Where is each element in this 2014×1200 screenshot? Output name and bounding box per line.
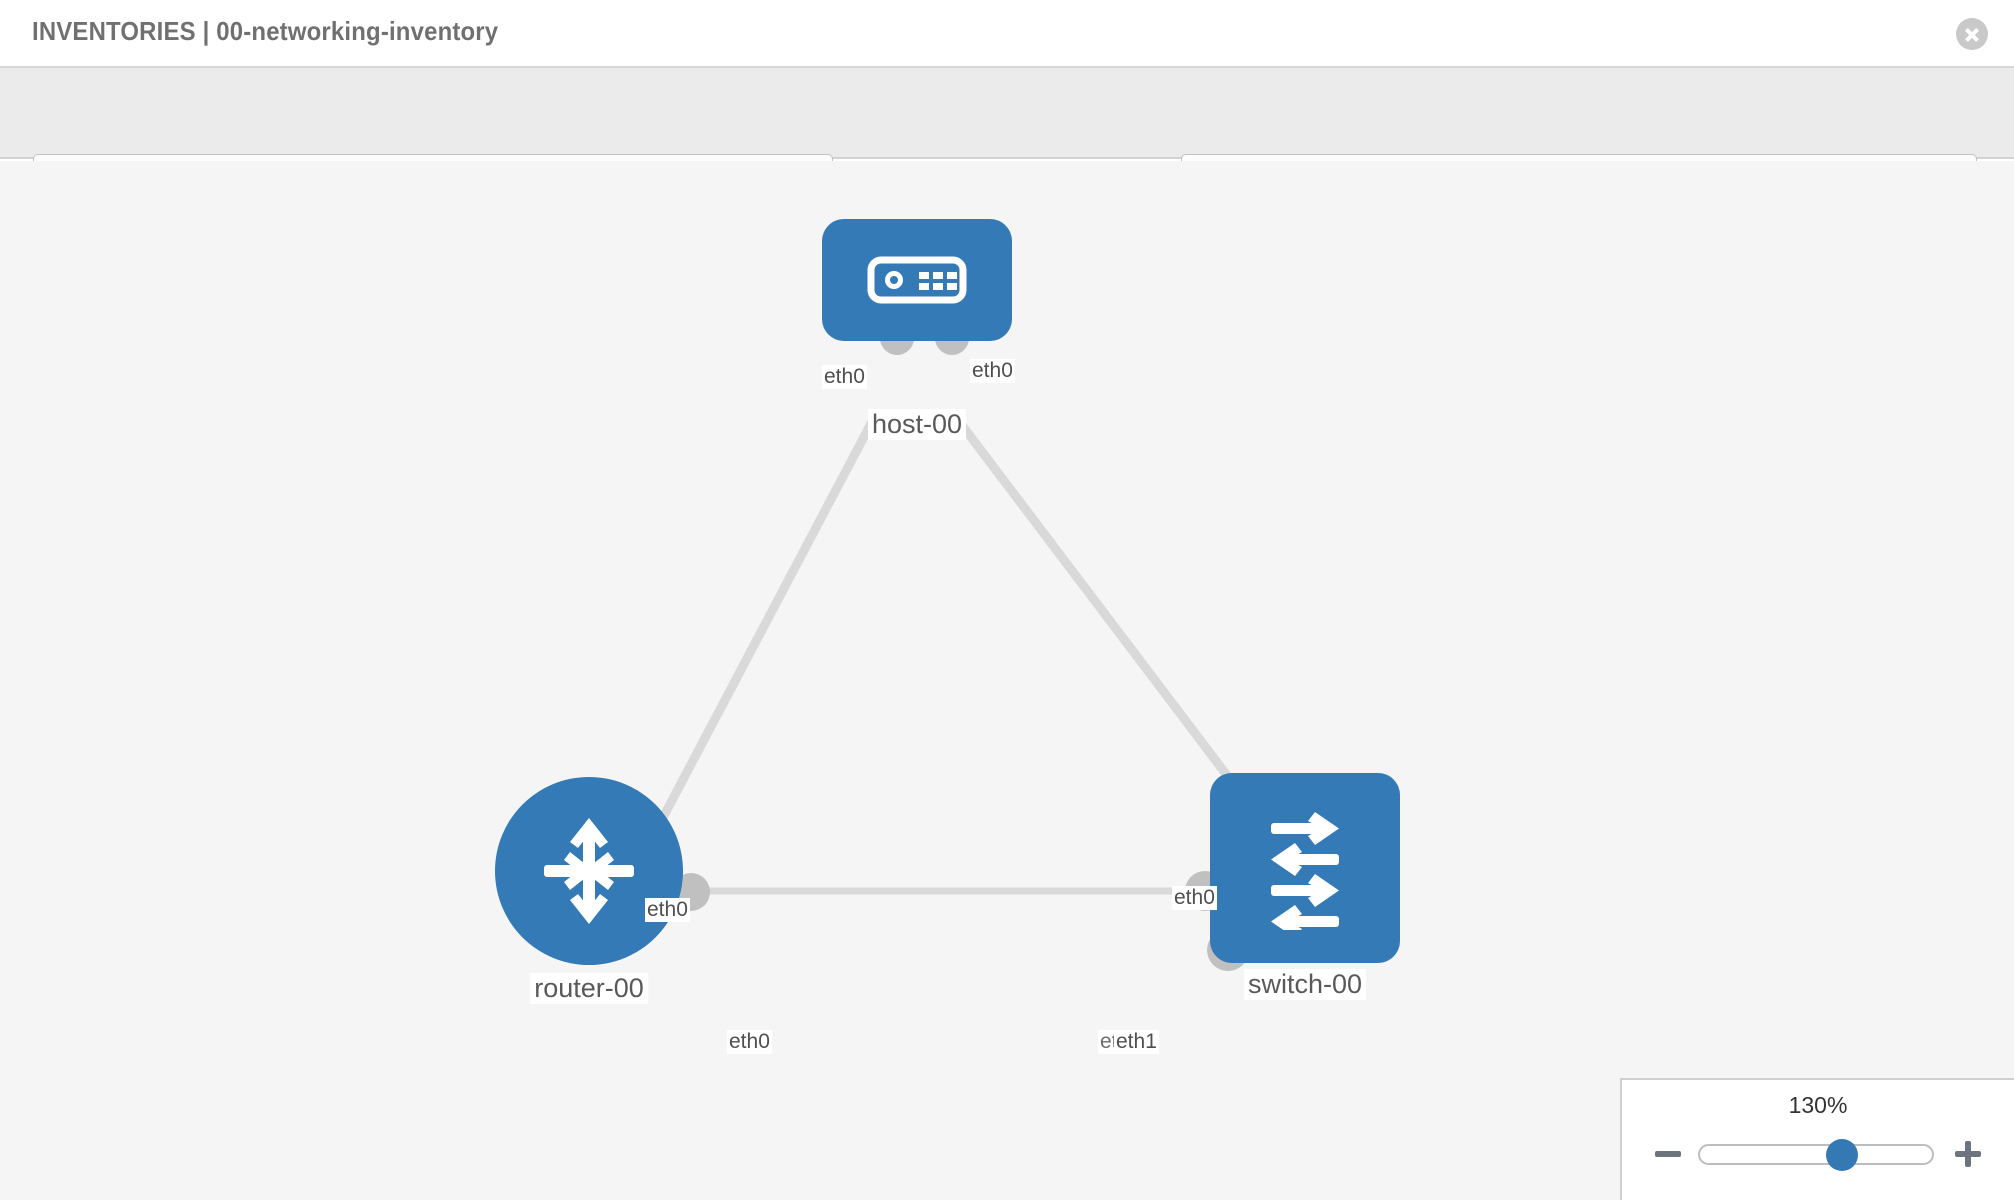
close-icon[interactable]	[1956, 18, 1988, 50]
router-arrows-icon	[544, 818, 634, 924]
server-appliance-icon	[867, 256, 967, 304]
node-router-00[interactable]: router-00	[495, 777, 683, 1004]
topology-canvas[interactable]: host-00 eth0 eth0	[0, 161, 2014, 1200]
iface-label-host-left: eth0	[822, 365, 867, 390]
node-host-00-label: host-00	[867, 409, 967, 440]
node-switch-00-label: switch-00	[1243, 969, 1367, 1000]
node-router-00-label: router-00	[530, 973, 648, 1004]
node-switch-00[interactable]: switch-00	[1210, 773, 1400, 1000]
node-host-00-shape	[822, 219, 1012, 341]
iface-label-switch-left: eth1	[1114, 1030, 1159, 1055]
node-switch-00-shape	[1210, 773, 1400, 963]
iface-label-router-top: eth0	[645, 898, 690, 923]
page-header: INVENTORIES | 00-networking-inventory	[0, 0, 2014, 68]
iface-label-switch-up: eth0	[1172, 886, 1217, 911]
node-router-00-shape	[495, 777, 683, 965]
zoom-out-icon[interactable]	[1652, 1138, 1684, 1170]
zoom-level-value: 130%	[1788, 1092, 1848, 1118]
toolbar: ACTIONS SEARCH	[0, 68, 2014, 208]
iface-label-host-right: eth0	[970, 359, 1015, 384]
iface-label-router-right: eth0	[727, 1030, 772, 1055]
link-host00-router00	[636, 413, 879, 864]
topology-links	[636, 413, 1239, 895]
link-host00-switch00	[951, 413, 1239, 789]
node-host-00[interactable]: host-00	[822, 219, 1012, 440]
page-title: INVENTORIES | 00-networking-inventory	[32, 16, 499, 46]
switch-arrows-icon	[1271, 812, 1339, 930]
zoom-slider-track[interactable]	[1698, 1139, 1934, 1171]
zoom-slider-thumb[interactable]	[1826, 1139, 1858, 1171]
zoom-in-icon[interactable]	[1952, 1138, 1984, 1170]
zoom-slider-row	[1622, 1132, 2014, 1176]
zoom-control-panel: 130%	[1620, 1078, 2014, 1200]
